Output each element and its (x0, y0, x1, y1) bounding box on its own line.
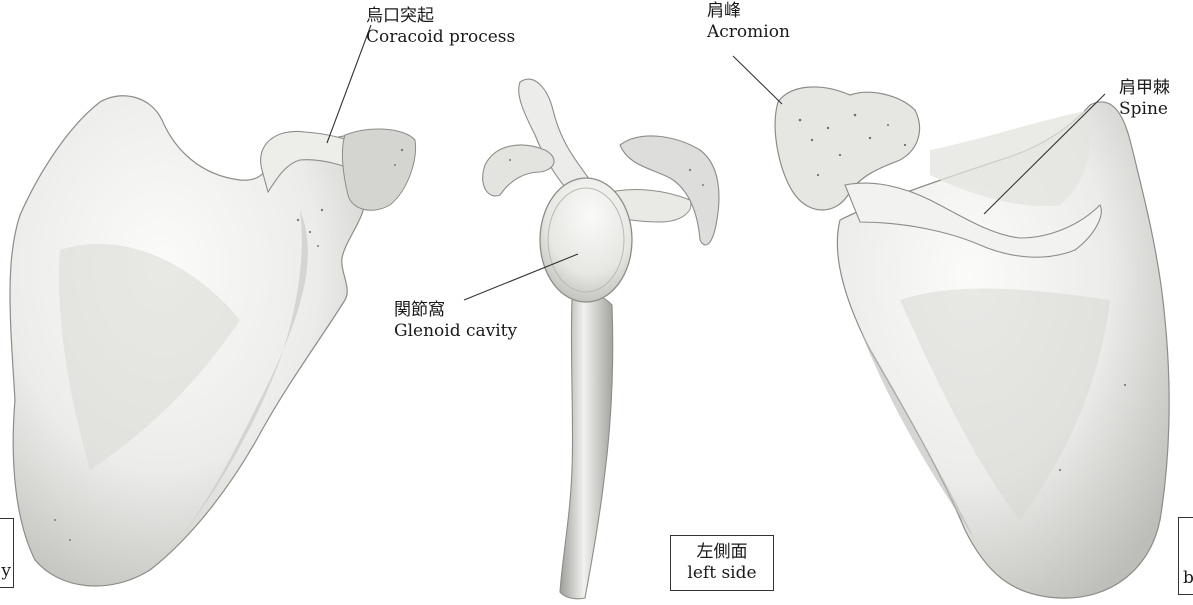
spine-label-jp: 肩甲棘 (1119, 78, 1170, 99)
acromion-leader-line (733, 56, 782, 104)
posterior-view-caption-partial-text: b (1183, 568, 1193, 589)
acromion-label: 肩峰 Acromion (707, 1, 790, 43)
lateral-coracoid-process (483, 145, 554, 196)
coracoid-leader-line (327, 25, 371, 143)
lateral-scapula-view (483, 79, 719, 599)
coracoid-process-label: 烏口突起 Coracoid process (366, 6, 515, 48)
lateral-glenoid-cavity (540, 178, 632, 302)
posterior-scapula-view (775, 87, 1169, 598)
spine-label-en: Spine (1119, 99, 1170, 120)
acromion-label-jp: 肩峰 (707, 1, 790, 22)
posterior-view-caption-partial: b (1178, 517, 1193, 595)
lateral-blade-edge (560, 294, 613, 599)
glenoid-cavity-label-en: Glenoid cavity (394, 321, 517, 342)
glenoid-cavity-label: 関節窩 Glenoid cavity (394, 300, 517, 342)
anterior-view-caption-partial: y (0, 518, 14, 588)
coracoid-process-label-en: Coracoid process (366, 27, 515, 48)
anterior-view-caption-partial-text: y (0, 561, 11, 582)
spine-label: 肩甲棘 Spine (1119, 78, 1170, 120)
coracoid-process-label-jp: 烏口突起 (366, 6, 515, 27)
left-side-view-caption-en: left side (671, 563, 773, 584)
left-side-view-caption: 左側面 left side (670, 535, 774, 591)
left-side-view-caption-jp: 左側面 (671, 542, 773, 563)
anterior-acromion-tip (342, 129, 415, 210)
glenoid-cavity-label-jp: 関節窩 (394, 300, 517, 321)
acromion-label-en: Acromion (707, 22, 790, 43)
anterior-scapula-view (10, 96, 416, 586)
